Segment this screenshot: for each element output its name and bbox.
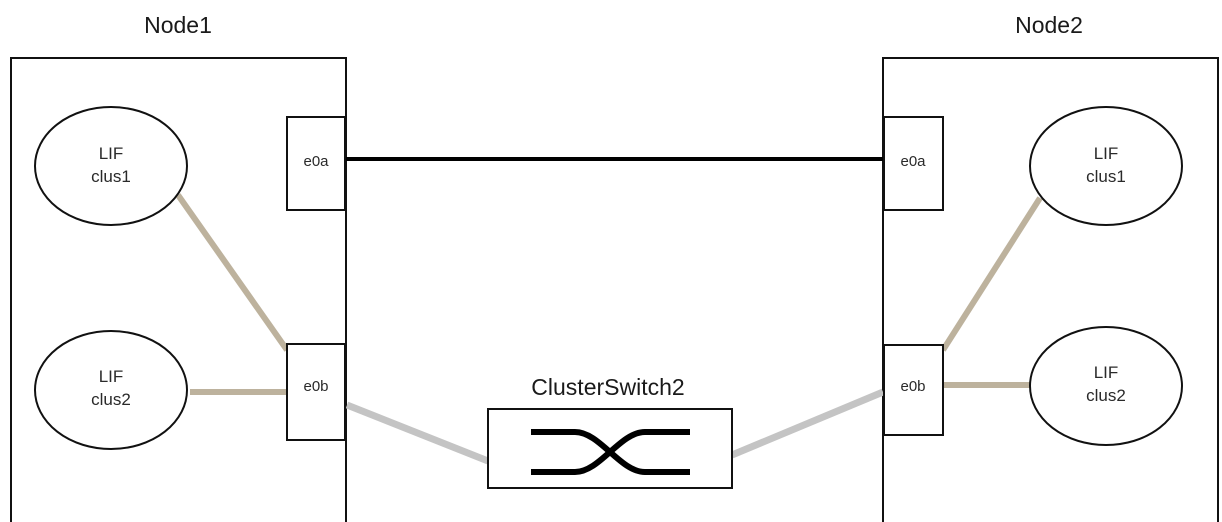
- port-label: e0b: [303, 378, 328, 395]
- port-box: [286, 116, 346, 211]
- lif-ellipse: [34, 330, 188, 450]
- switch-path-bottom: [531, 429, 690, 475]
- switch-crossover-icon: [531, 429, 690, 475]
- node2-title: Node2: [1015, 12, 1083, 38]
- node1-lif-clus2: LIF clus2: [34, 330, 188, 450]
- lif-label-line2: clus2: [1086, 386, 1126, 405]
- lif-label-line2: clus1: [1086, 167, 1126, 186]
- lif-ellipse: [34, 106, 188, 226]
- lif-ellipse: [1029, 106, 1183, 226]
- node2-lif-clus2: LIF clus2: [1029, 326, 1183, 446]
- node1-port-e0a: e0a: [286, 116, 346, 211]
- node1-clus1-to-e0b-link: [175, 193, 290, 352]
- port-box: [286, 343, 346, 441]
- lif-ellipse: [1029, 326, 1183, 446]
- node2-e0b-to-switch-link: [730, 388, 885, 459]
- cluster-switch: [487, 408, 733, 489]
- node2-clus1-to-e0b-link: [940, 196, 1043, 352]
- node1-lif-clus1: LIF clus1: [34, 106, 188, 226]
- node1-title: Node1: [144, 12, 212, 38]
- lif-label-line1: LIF: [1094, 144, 1119, 163]
- node2-port-e0a: e0a: [883, 116, 944, 211]
- lif-label-line1: LIF: [99, 367, 124, 386]
- port-box: [883, 344, 944, 436]
- port-label: e0b: [900, 378, 925, 395]
- switch-label: ClusterSwitch2: [531, 374, 684, 400]
- port-box: [883, 116, 944, 211]
- node2-port-e0b: e0b: [883, 344, 944, 436]
- lif-label-line2: clus2: [91, 390, 131, 409]
- node1-port-e0b: e0b: [286, 343, 346, 441]
- port-label: e0a: [900, 153, 926, 170]
- node2-lif-clus1: LIF clus1: [1029, 106, 1183, 226]
- lif-label-line1: LIF: [1094, 363, 1119, 382]
- node1-e0b-to-switch-link: [345, 401, 490, 465]
- port-label: e0a: [303, 153, 329, 170]
- lif-label-line1: LIF: [99, 144, 124, 163]
- lif-label-line2: clus1: [91, 167, 131, 186]
